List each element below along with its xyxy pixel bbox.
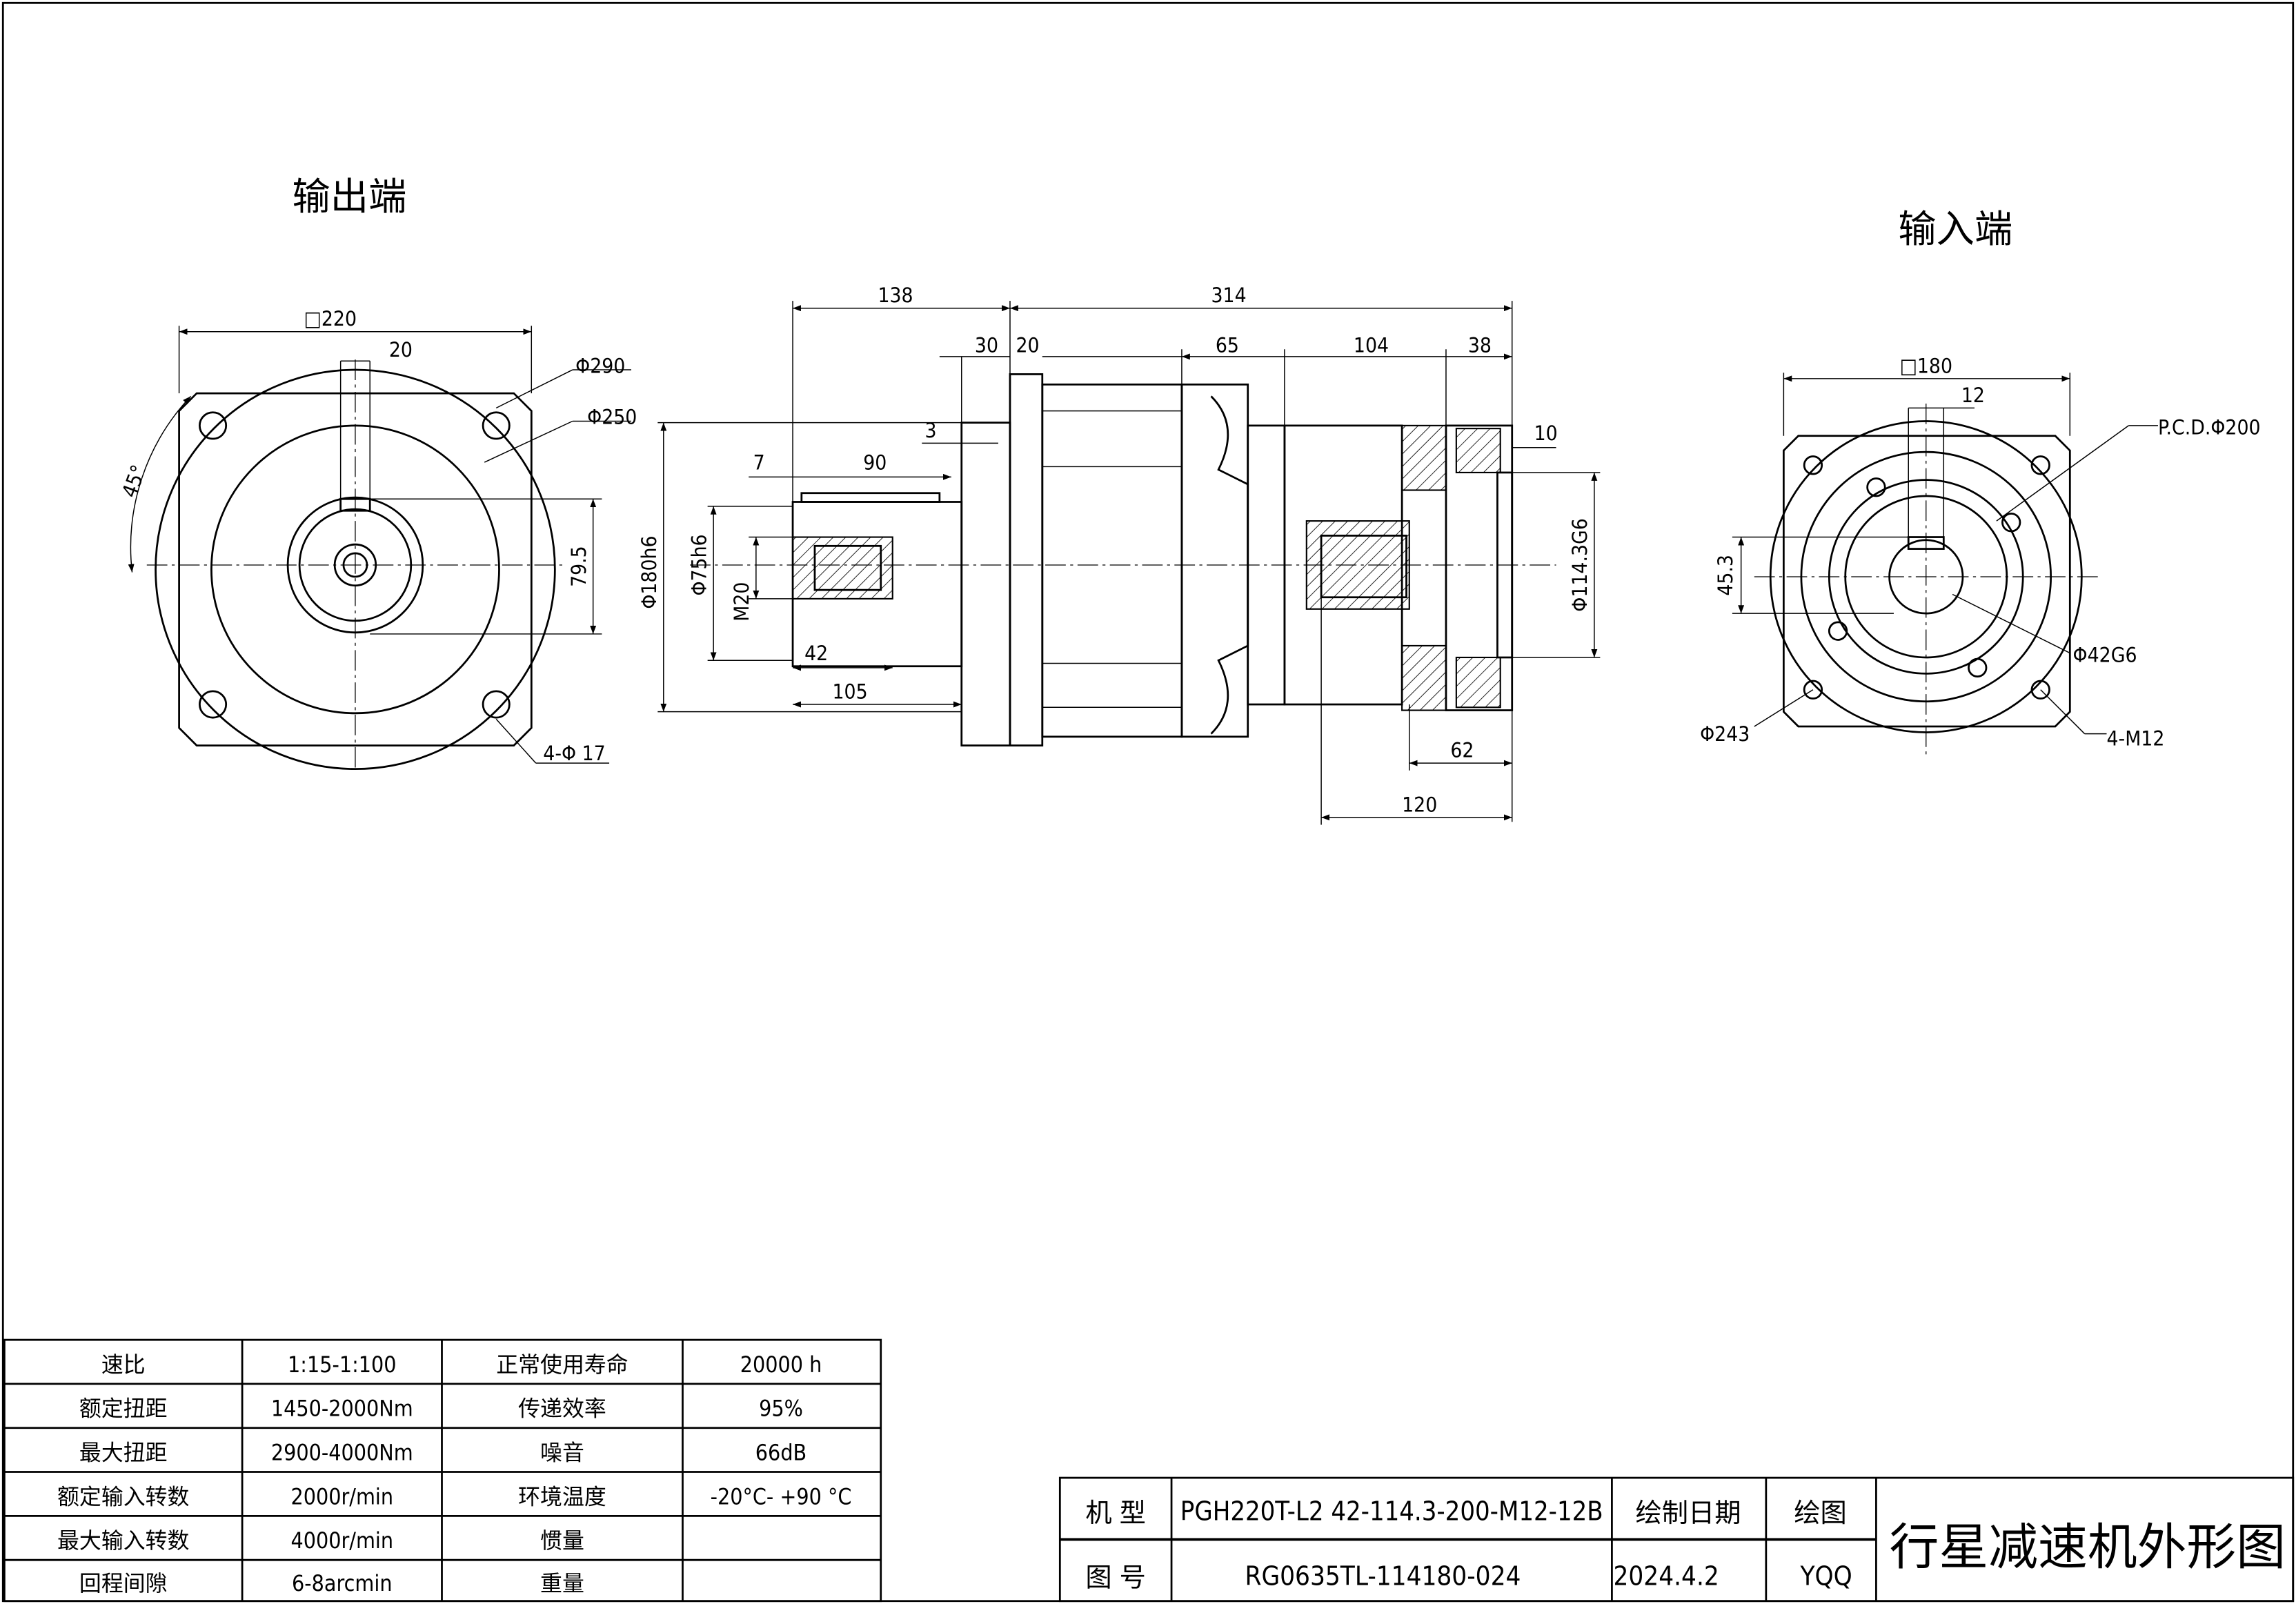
spec-value: 1450-2000Nm: [271, 1396, 413, 1422]
side-section-view: 138 314 30 20 65 104 38 3 10 7 90 Φ180h6…: [637, 284, 1601, 825]
spec-value: 2900-4000Nm: [271, 1440, 413, 1466]
spec-label: 额定输入转数: [57, 1483, 189, 1509]
dim-30: 30: [975, 334, 998, 358]
model-label: 机 型: [1085, 1498, 1146, 1529]
dim-m20: M20: [730, 582, 754, 622]
dim-62: 62: [1450, 739, 1474, 763]
dim-angle-45: 45°: [117, 462, 151, 501]
dim-dia-114-3g6: Φ114.3G6: [1568, 518, 1592, 611]
spec-label: 最大扭距: [79, 1440, 168, 1466]
date-value: 2024.4.2: [1613, 1561, 1719, 1592]
spec-value: 66dB: [755, 1440, 806, 1466]
spec-label: 正常使用寿命: [496, 1351, 628, 1378]
dim-20: 20: [1016, 334, 1039, 358]
dim-4-m12: 4-M12: [2107, 727, 2165, 751]
spec-label: 额定扭距: [79, 1396, 168, 1422]
spec-table: 速比 1:15-1:100 正常使用寿命 20000 h 额定扭距 1450-2…: [3, 1338, 882, 1603]
dim-45-3: 45.3: [1714, 555, 1738, 596]
spec-value: 4000r/min: [290, 1527, 393, 1554]
dim-dia-180h6: Φ180h6: [637, 536, 662, 609]
spec-label: 噪音: [540, 1440, 584, 1466]
dim-79-5: 79.5: [567, 546, 591, 587]
drawing-no-label: 图 号: [1085, 1562, 1146, 1593]
dim-138: 138: [878, 284, 913, 308]
dim-holes-4x17: 4-Φ 17: [543, 742, 605, 766]
date-label: 绘制日期: [1635, 1498, 1741, 1529]
dim-38: 38: [1468, 334, 1492, 358]
spec-label: 速比: [101, 1351, 146, 1378]
dim-key-20: 20: [389, 338, 413, 362]
model-value: PGH220T-L2 42-114.3-200-M12-12B: [1180, 1496, 1603, 1527]
spec-value: 6-8arcmin: [292, 1570, 393, 1596]
output-end-view: 输出端 □220 20 Φ290 Φ250 45° 79.5 4-Φ 17: [117, 175, 637, 771]
dim-dia-250: Φ250: [587, 406, 637, 430]
spec-value: 20000 h: [740, 1351, 822, 1378]
spec-label: 传递效率: [518, 1396, 606, 1422]
output-end-title: 输出端: [292, 175, 406, 219]
dim-dia-42g6: Φ42G6: [2073, 643, 2137, 667]
dim-65: 65: [1216, 334, 1239, 358]
input-end-view: 输入端 □180 12 P.C.D.Φ200 45.3 Φ42G6 Φ243 4…: [1700, 208, 2261, 756]
dim-105: 105: [833, 680, 868, 704]
dim-key-12: 12: [1961, 384, 1985, 408]
dim-square-180: □180: [1900, 354, 1952, 378]
dim-42: 42: [804, 642, 828, 666]
dim-square-220: □220: [304, 307, 357, 331]
dim-dia-75h6: Φ75h6: [688, 534, 712, 595]
input-end-title: 输入端: [1898, 208, 2012, 252]
dim-dia-243: Φ243: [1700, 722, 1750, 746]
spec-value: -20°C- +90 °C: [711, 1483, 852, 1509]
spec-value: 95%: [759, 1396, 803, 1422]
dim-120: 120: [1402, 793, 1437, 817]
dim-7: 7: [753, 451, 765, 475]
dim-pcd-200: P.C.D.Φ200: [2158, 416, 2261, 440]
dim-104: 104: [1354, 334, 1389, 358]
spec-value: 1:15-1:100: [288, 1351, 397, 1378]
dim-dia-290: Φ290: [575, 354, 625, 378]
dim-314: 314: [1211, 284, 1246, 308]
drawing-no-value: RG0635TL-114180-024: [1245, 1561, 1521, 1592]
spec-value: 2000r/min: [290, 1483, 393, 1509]
spec-label: 最大输入转数: [57, 1527, 189, 1554]
spec-label: 重量: [540, 1570, 584, 1596]
spec-label: 回程间隙: [79, 1570, 168, 1596]
drafter-label: 绘图: [1794, 1498, 1847, 1529]
dim-90: 90: [863, 451, 887, 475]
dim-3: 3: [925, 419, 937, 443]
drawing-title: 行星减速机外形图: [1890, 1519, 2286, 1577]
spec-label: 环境温度: [518, 1483, 606, 1509]
title-block: 机 型 PGH220T-L2 42-114.3-200-M12-12B 图 号 …: [1058, 1476, 2295, 1603]
dim-10: 10: [1534, 422, 1558, 446]
spec-label: 惯量: [540, 1527, 584, 1554]
drafter-value: YQQ: [1799, 1561, 1852, 1592]
